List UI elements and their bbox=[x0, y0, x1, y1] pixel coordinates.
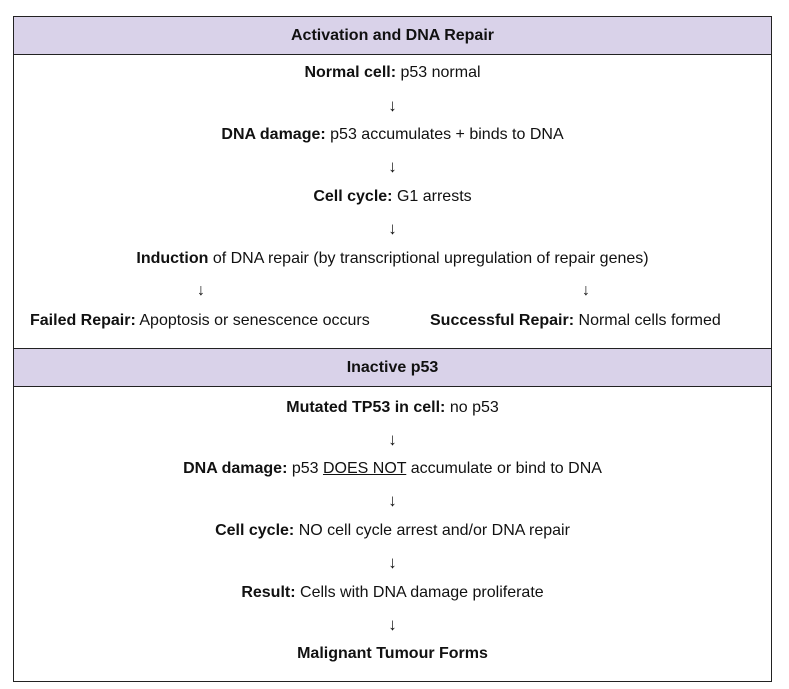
dna-damage-inactive-label: DNA damage: bbox=[183, 460, 288, 477]
mutated-label: Mutated TP53 in cell: bbox=[286, 399, 446, 416]
dna-damage-step: DNA damage: p53 accumulates + binds to D… bbox=[14, 125, 771, 145]
dna-damage-text: p53 accumulates + binds to DNA bbox=[325, 126, 564, 143]
dna-damage-inactive-post: accumulate or bind to DNA bbox=[406, 460, 602, 477]
down-arrow-icon: ↓ bbox=[388, 615, 397, 634]
down-arrow-right-icon: ↓ bbox=[582, 282, 590, 299]
cell-cycle-inactive-text: NO cell cycle arrest and/or DNA repair bbox=[294, 522, 570, 539]
result-label: Result: bbox=[241, 584, 296, 601]
induction-step: Induction of DNA repair (by transcriptio… bbox=[14, 249, 771, 269]
malignant-tumour-step: Malignant Tumour Forms bbox=[14, 644, 771, 664]
induction-text: of DNA repair (by transcriptional upregu… bbox=[208, 250, 649, 267]
down-arrow-left-icon: ↓ bbox=[197, 282, 205, 299]
failed-repair-text: Apoptosis or senescence occurs bbox=[135, 312, 370, 329]
down-arrow-icon: ↓ bbox=[388, 430, 397, 449]
p53-flow-table: Activation and DNA Repair Normal cell: p… bbox=[13, 16, 772, 682]
result-text: Cells with DNA damage proliferate bbox=[295, 584, 544, 601]
dna-damage-label: DNA damage: bbox=[221, 126, 326, 143]
down-arrow-icon: ↓ bbox=[388, 219, 397, 238]
down-arrow-icon: ↓ bbox=[388, 491, 397, 510]
section-header-activation: Activation and DNA Repair bbox=[14, 17, 771, 55]
dna-damage-inactive-step: DNA damage: p53 DOES NOT accumulate or b… bbox=[14, 459, 771, 479]
section-header-inactive: Inactive p53 bbox=[14, 348, 771, 387]
normal-cell-text: p53 normal bbox=[396, 64, 481, 81]
down-arrow-icon: ↓ bbox=[388, 553, 397, 572]
normal-cell-step: Normal cell: p53 normal bbox=[14, 63, 771, 83]
cell-cycle-text: G1 arrests bbox=[392, 188, 472, 205]
dna-damage-inactive-pre: p53 bbox=[287, 460, 323, 477]
failed-repair-label: Failed Repair: bbox=[30, 312, 136, 329]
cell-cycle-step: Cell cycle: G1 arrests bbox=[14, 187, 771, 207]
successful-repair-text: Normal cells formed bbox=[574, 312, 721, 329]
down-arrow-icon: ↓ bbox=[388, 96, 397, 115]
does-not-emphasis: DOES NOT bbox=[322, 460, 407, 477]
normal-cell-label: Normal cell: bbox=[304, 64, 397, 81]
mutated-step: Mutated TP53 in cell: no p53 bbox=[14, 398, 771, 418]
cell-cycle-inactive-label: Cell cycle: bbox=[215, 522, 295, 539]
result-step: Result: Cells with DNA damage proliferat… bbox=[14, 583, 771, 603]
successful-repair-outcome: Successful Repair: Normal cells formed bbox=[430, 311, 721, 331]
induction-label: Induction bbox=[136, 250, 209, 267]
malignant-tumour-label: Malignant Tumour Forms bbox=[297, 645, 488, 662]
section-header-activation-text: Activation and DNA Repair bbox=[291, 26, 494, 44]
down-arrow-icon: ↓ bbox=[388, 157, 397, 176]
successful-repair-label: Successful Repair: bbox=[430, 312, 575, 329]
cell-cycle-inactive-step: Cell cycle: NO cell cycle arrest and/or … bbox=[14, 521, 771, 541]
mutated-text: no p53 bbox=[445, 399, 499, 416]
failed-repair-outcome: Failed Repair: Apoptosis or senescence o… bbox=[30, 311, 370, 331]
section-header-inactive-text: Inactive p53 bbox=[346, 358, 439, 376]
cell-cycle-label: Cell cycle: bbox=[313, 188, 393, 205]
